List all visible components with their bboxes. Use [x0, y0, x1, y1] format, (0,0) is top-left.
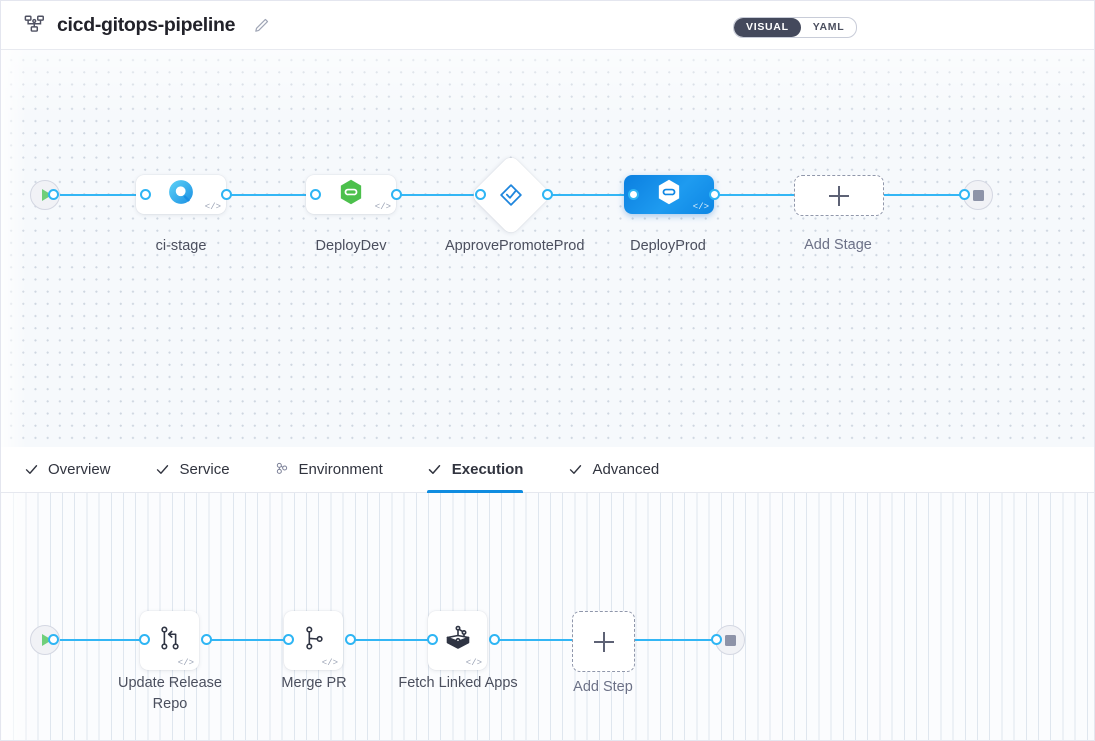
pencil-edit-icon[interactable]: [251, 15, 271, 35]
code-badge[interactable]: </>: [692, 202, 709, 212]
port-start-out[interactable]: [48, 189, 59, 200]
edge-deployprod-to-addstage: [704, 194, 804, 196]
edge-start-to-update-release-repo: [49, 639, 145, 641]
tab-label-advanced: Advanced: [592, 461, 660, 478]
toggle-option-visual[interactable]: VISUAL: [734, 18, 801, 37]
harness-cd-white-icon: [655, 178, 683, 211]
edge-fetch-linked-apps-to-addstep: [493, 639, 573, 641]
tab-label-execution: Execution: [451, 461, 524, 478]
play-icon: [41, 189, 52, 201]
port-approve-in[interactable]: [475, 189, 486, 200]
code-badge[interactable]: </>: [321, 658, 338, 668]
add-step-button[interactable]: [572, 611, 635, 672]
tab-service[interactable]: Service: [155, 447, 230, 492]
stage-label-ci-stage: ci-stage: [155, 238, 207, 254]
check-icon: [155, 462, 171, 478]
plus-icon: [829, 185, 849, 206]
tab-execution[interactable]: Execution: [426, 447, 524, 493]
toggle-option-yaml[interactable]: YAML: [812, 21, 845, 33]
stage-node-ci-stage[interactable]: </>: [136, 175, 226, 214]
stop-icon: [724, 634, 736, 646]
execution-steps-canvas[interactable]: </> Update Release Repo </>: [1, 493, 1094, 740]
tab-overview[interactable]: Overview: [23, 447, 111, 492]
stage-config-tabbar: Overview Service Environment: [1, 447, 1094, 493]
port-fetch-linked-apps-in[interactable]: [427, 634, 438, 645]
harness-ci-icon: [167, 178, 195, 211]
stage-node-deploydev[interactable]: </>: [306, 175, 396, 214]
port-fetch-linked-apps-out[interactable]: [489, 634, 500, 645]
pipeline-hierarchy-icon: [23, 13, 47, 37]
stage-graph-canvas[interactable]: </> ci-stage </> DeployDev: [1, 50, 1094, 447]
approval-diamond-check-icon: [496, 180, 526, 210]
view-mode-toggle[interactable]: VISUAL YAML: [733, 17, 858, 38]
edge-addstage-to-end: [873, 194, 973, 196]
port-steps-start-out[interactable]: [48, 634, 59, 645]
port-update-release-repo-in[interactable]: [139, 634, 150, 645]
step-graph: </> Update Release Repo </>: [1, 493, 1094, 740]
plus-icon: [593, 631, 614, 652]
edge-approve-to-deployprod: [537, 194, 635, 196]
page-title: cicd-gitops-pipeline: [57, 13, 236, 36]
port-ci-stage-out[interactable]: [221, 189, 232, 200]
code-badge[interactable]: </>: [374, 202, 391, 212]
step-label-fetch-linked-apps: Fetch Linked Apps: [398, 675, 518, 691]
stop-icon: [972, 189, 984, 201]
port-steps-end-in[interactable]: [711, 634, 722, 645]
edge-merge-pr-to-fetch-linked-apps: [350, 639, 438, 641]
stage-graph: </> ci-stage </> DeployDev: [1, 50, 1094, 447]
stage-label-deploydev: DeployDev: [315, 238, 387, 254]
tab-label-service: Service: [179, 461, 230, 478]
step-label-merge-pr: Merge PR: [281, 675, 347, 691]
code-badge[interactable]: </>: [465, 658, 482, 668]
stage-label-approvepromoteprod: ApprovePromoteProd: [445, 238, 585, 254]
port-merge-pr-in[interactable]: [283, 634, 294, 645]
stage-node-approvepromoteprod[interactable]: [469, 153, 553, 237]
tab-environment[interactable]: Environment: [274, 447, 383, 492]
edge-update-release-repo-to-merge-pr: [206, 639, 294, 641]
tab-label-environment: Environment: [298, 461, 383, 478]
check-icon: [427, 462, 443, 478]
harness-cd-green-icon: [337, 178, 365, 211]
port-merge-pr-out[interactable]: [345, 634, 356, 645]
stage-node-deployprod[interactable]: </>: [624, 175, 714, 214]
tab-advanced[interactable]: Advanced: [567, 447, 659, 492]
port-ci-stage-in[interactable]: [140, 189, 151, 200]
git-branch-icon: [299, 623, 329, 658]
stage-label-deployprod: DeployProd: [630, 238, 706, 254]
code-badge[interactable]: </>: [204, 202, 221, 212]
port-deploydev-in[interactable]: [310, 189, 321, 200]
port-deployprod-out[interactable]: [709, 189, 720, 200]
add-stage-label: Add Stage: [804, 237, 872, 253]
infrastructure-icon: [274, 462, 290, 478]
pipeline-header: cicd-gitops-pipeline VISUAL YAML: [1, 1, 1094, 50]
port-deploydev-out[interactable]: [391, 189, 402, 200]
code-badge[interactable]: </>: [177, 658, 194, 668]
port-update-release-repo-out[interactable]: [201, 634, 212, 645]
edge-ci-stage-to-deploydev: [216, 194, 314, 196]
step-label-update-release-repo: Update Release Repo: [118, 675, 222, 712]
play-icon: [41, 634, 52, 646]
edge-addstep-to-end: [634, 639, 724, 641]
edge-start-to-ci-stage: [49, 194, 145, 196]
add-step-label: Add Step: [573, 679, 633, 695]
check-icon: [567, 462, 583, 478]
argocd-icon: [442, 622, 474, 659]
tab-label-overview: Overview: [48, 461, 111, 478]
header-left-group: cicd-gitops-pipeline: [1, 13, 271, 37]
git-merge-icon: [155, 623, 185, 658]
port-approve-out[interactable]: [542, 189, 553, 200]
edge-deploydev-to-approve: [386, 194, 484, 196]
port-deployprod-in[interactable]: [628, 189, 639, 200]
port-end-in[interactable]: [959, 189, 970, 200]
check-icon: [23, 462, 39, 478]
add-stage-button[interactable]: [794, 175, 884, 216]
